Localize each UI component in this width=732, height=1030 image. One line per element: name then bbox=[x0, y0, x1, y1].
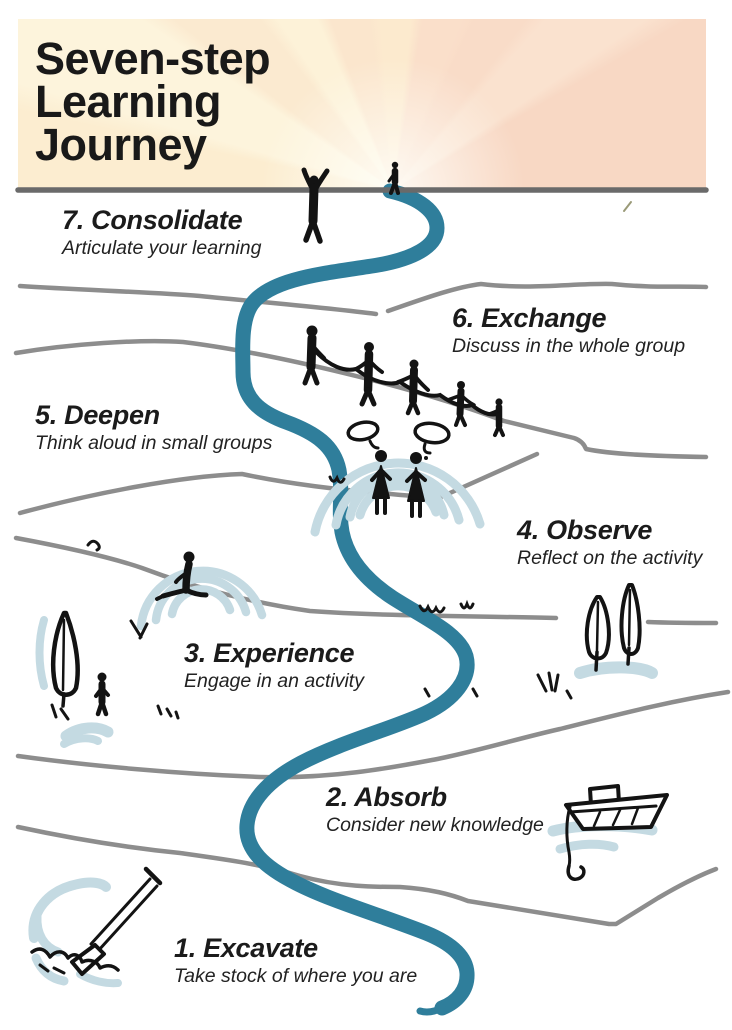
step-2-absorb: 2. Absorb Consider new knowledge bbox=[326, 783, 544, 837]
anchor-rope bbox=[565, 805, 572, 868]
step-label: 1. Excavate bbox=[174, 933, 318, 963]
step-label: 5. Deepen bbox=[35, 400, 160, 430]
step-7-consolidate: 7. Consolidate Articulate your learning bbox=[62, 206, 261, 260]
sunrise-sky bbox=[18, 19, 706, 190]
walking-person-figure bbox=[387, 161, 400, 195]
step-subtitle: Articulate your learning bbox=[62, 237, 262, 260]
sitting-person-figure bbox=[155, 551, 209, 601]
title-line-1: Seven-step bbox=[35, 33, 271, 84]
step-subtitle: Reflect on the activity bbox=[517, 547, 703, 570]
contour-lines bbox=[13, 281, 731, 927]
step-6-exchange: 6. Exchange Discuss in the whole group bbox=[452, 304, 685, 358]
speech-bubble-right bbox=[413, 421, 451, 445]
step-label: 6. Exchange bbox=[452, 303, 607, 333]
shovel-handle bbox=[143, 866, 163, 886]
step-label: 3. Experience bbox=[184, 638, 355, 668]
shovel bbox=[30, 866, 163, 976]
talking-pair-figures bbox=[346, 420, 451, 518]
step-label: 2. Absorb bbox=[326, 782, 447, 812]
title-line-3: Journey bbox=[35, 118, 207, 170]
boat-anchor bbox=[564, 784, 669, 881]
step-subtitle: Engage in an activity bbox=[184, 670, 364, 693]
trees-pair bbox=[584, 583, 642, 672]
roped-group-figures bbox=[302, 325, 505, 437]
title-line-2: Learning bbox=[35, 75, 222, 127]
step-subtitle: Discuss in the whole group bbox=[452, 335, 686, 358]
step-1-excavate: 1. Excavate Take stock of where you are bbox=[174, 934, 417, 988]
step-label: 4. Observe bbox=[517, 515, 653, 545]
step-subtitle: Take stock of where you are bbox=[174, 965, 418, 988]
anchor-hook bbox=[566, 864, 586, 881]
tree-icon bbox=[50, 610, 80, 697]
grass-marks bbox=[50, 201, 632, 721]
speech-bubble-left bbox=[346, 420, 380, 442]
step-subtitle: Consider new knowledge bbox=[326, 814, 544, 837]
tree-and-person bbox=[50, 610, 110, 717]
page-title: Seven-step Learning Journey bbox=[35, 33, 271, 170]
boat-hull bbox=[564, 793, 669, 831]
journey-path bbox=[235, 183, 475, 1016]
celebrating-person-figure bbox=[301, 167, 330, 244]
rope bbox=[314, 350, 499, 417]
step-4-observe: 4. Observe Reflect on the activity bbox=[517, 516, 702, 570]
light-blue-accents bbox=[28, 458, 658, 988]
step-5-deepen: 5. Deepen Think aloud in small groups bbox=[35, 401, 272, 455]
step-3-experience: 3. Experience Engage in an activity bbox=[184, 639, 364, 693]
step-label: 7. Consolidate bbox=[62, 205, 243, 235]
step-subtitle: Think aloud in small groups bbox=[35, 432, 273, 455]
